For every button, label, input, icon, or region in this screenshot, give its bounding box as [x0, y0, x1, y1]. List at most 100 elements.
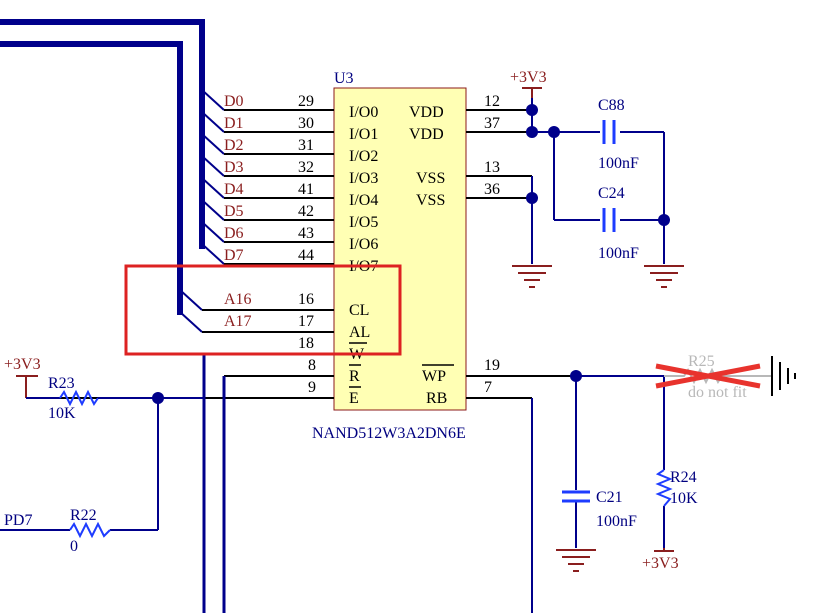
- right-pin-wires: [466, 109, 576, 399]
- capacitor-c24: C24 100nF: [598, 185, 639, 262]
- pin-16: 16: [298, 291, 314, 308]
- wp-network: [531, 375, 665, 613]
- right-pins: VDD 12 VDD 37 VSS 13 VSS 36 WP 19 RB 7: [409, 93, 500, 407]
- pin-name-al: AL: [349, 324, 370, 341]
- c88-ref: C88: [598, 97, 625, 114]
- resistor-r23: R23 10K: [48, 375, 99, 422]
- ground-symbol-c21: [556, 549, 596, 572]
- pin-8: 8: [308, 357, 316, 374]
- pin-name-r: R: [349, 368, 360, 385]
- pin-9: 9: [308, 379, 316, 396]
- pin-7: 7: [484, 379, 492, 396]
- net-d0: D0: [224, 93, 244, 110]
- pin-name-rb: RB: [426, 390, 447, 407]
- pin-name-vss-36: VSS: [416, 192, 445, 209]
- pin-name-wp: WP: [422, 368, 446, 385]
- r23-value: 10K: [48, 405, 76, 422]
- net-a17: A17: [224, 313, 252, 330]
- c21-value: 100nF: [596, 513, 637, 530]
- junction-left: [152, 392, 164, 404]
- r22-ref: R22: [70, 507, 97, 524]
- pin-43: 43: [298, 225, 314, 242]
- r25-ref: R25: [688, 353, 715, 370]
- capacitor-c88: C88 100nF: [598, 97, 639, 172]
- r25-value: do not fit: [688, 384, 747, 401]
- pin-name-io3: I/O3: [349, 170, 378, 187]
- data-bus-entries: [201, 89, 225, 265]
- ground-symbol-vss: [512, 265, 552, 288]
- power-label-top: +3V3: [510, 69, 547, 86]
- power-network: [531, 98, 665, 264]
- pin-name-vdd-12: VDD: [409, 104, 444, 121]
- power-symbol-left: +3V3: [4, 356, 60, 399]
- control-vertical-wires: [202, 354, 226, 613]
- pin-name-io0: I/O0: [349, 104, 378, 121]
- pin-name-cl: CL: [349, 302, 369, 319]
- resistor-r22: R22 0: [69, 507, 111, 555]
- address-bus-entries: [179, 289, 203, 333]
- chip-body: [333, 87, 467, 411]
- dnf-cross-b: [655, 363, 761, 389]
- pin-name-e: E: [349, 390, 359, 407]
- left-pins: D0 29 I/O0 D1 30 I/O1 D2 31 I/O2 D3 32 I…: [224, 93, 378, 407]
- pin-name-io4: I/O4: [349, 192, 378, 209]
- net-d2: D2: [224, 137, 244, 154]
- pin-37: 37: [484, 115, 500, 132]
- pin-36: 36: [484, 181, 500, 198]
- pin-42: 42: [298, 203, 314, 220]
- pin-19: 19: [484, 357, 500, 374]
- net-d1: D1: [224, 115, 244, 132]
- net-d7: D7: [224, 247, 244, 264]
- resistor-r24: R24 10K: [655, 469, 698, 507]
- r23-ref: R23: [48, 375, 75, 392]
- data-bus-line: [0, 19, 205, 249]
- pin-31: 31: [298, 137, 314, 154]
- pin-name-vss-13: VSS: [416, 170, 445, 187]
- pin-name-io5: I/O5: [349, 214, 378, 231]
- pin-41: 41: [298, 181, 314, 198]
- pin-name-vdd-37: VDD: [409, 126, 444, 143]
- power-symbol-top: +3V3: [510, 69, 547, 98]
- c88-value: 100nF: [598, 155, 639, 172]
- pin-13: 13: [484, 159, 500, 176]
- net-pd7: PD7: [4, 512, 32, 529]
- address-bus: [0, 41, 183, 315]
- power-symbol-bottom: +3V3: [642, 548, 679, 572]
- net-a16: A16: [224, 291, 252, 308]
- highlight-box: [124, 264, 402, 356]
- chip-ref: U3: [334, 70, 354, 87]
- c21-ref: C21: [596, 489, 623, 506]
- r24-ref: R24: [670, 469, 697, 486]
- c24-value: 100nF: [598, 245, 639, 262]
- pin-44: 44: [298, 247, 314, 264]
- ground-symbol-decoupling: [644, 265, 684, 288]
- pin-29: 29: [298, 93, 314, 110]
- r24-value: 10K: [670, 490, 698, 507]
- net-d5: D5: [224, 203, 244, 220]
- net-d6: D6: [224, 225, 244, 242]
- power-label-bottom: +3V3: [642, 555, 679, 572]
- power-label-left: +3V3: [4, 356, 41, 373]
- left-network-wires: [0, 397, 204, 531]
- c24-ref: C24: [598, 185, 625, 202]
- junctions-top: [526, 104, 670, 226]
- pin-32: 32: [298, 159, 314, 176]
- address-bus-line: [0, 41, 183, 315]
- resistor-r25: R25 do not fit: [655, 353, 772, 401]
- pin-name-io2: I/O2: [349, 148, 378, 165]
- net-d3: D3: [224, 159, 244, 176]
- r22-value: 0: [70, 538, 78, 555]
- pin-30: 30: [298, 115, 314, 132]
- chip-part: NAND512W3A2DN6E: [312, 425, 466, 442]
- pin-12: 12: [484, 93, 500, 110]
- pin-name-io6: I/O6: [349, 236, 378, 253]
- net-d4: D4: [224, 181, 244, 198]
- earth-symbol-right: [771, 356, 796, 396]
- pin-18: 18: [298, 335, 314, 352]
- capacitor-c21: C21 100nF: [562, 489, 637, 530]
- junctions-bottom: [570, 370, 582, 382]
- data-bus: [0, 19, 205, 249]
- pin-name-io1: I/O1: [349, 126, 378, 143]
- pin-17: 17: [298, 313, 314, 330]
